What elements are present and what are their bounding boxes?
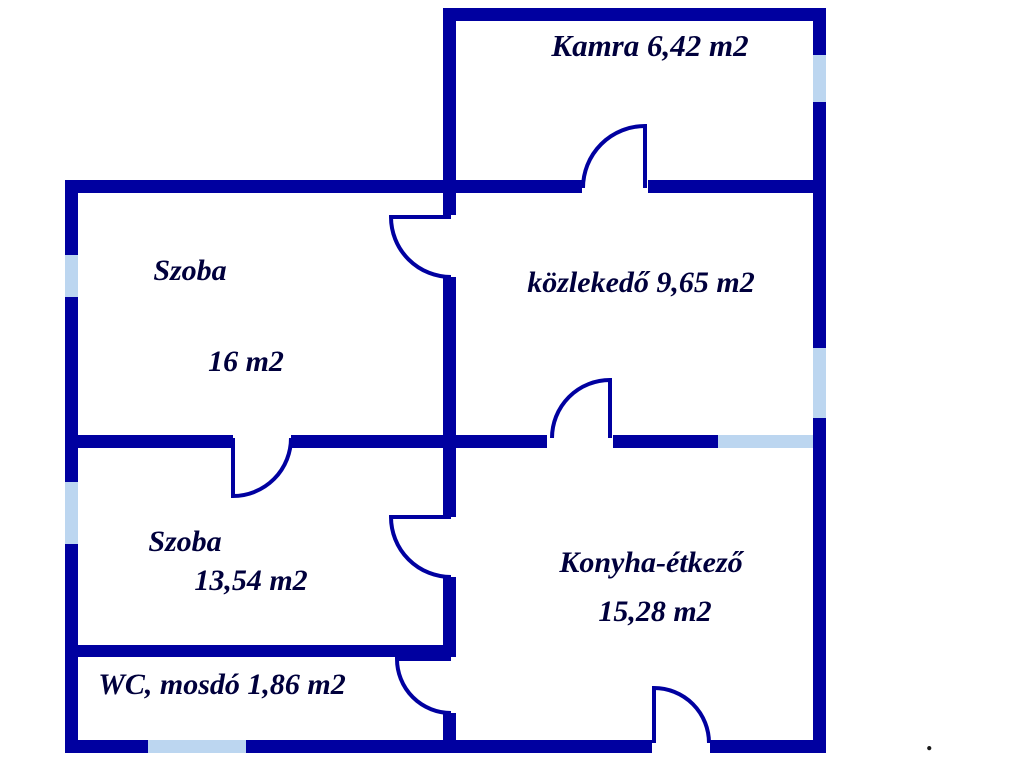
windows [65,55,826,753]
wall-kamra-divider-right [648,180,826,193]
label-kamra: Kamra 6,42 m2 [550,28,748,63]
wall-mid-divider-segment-2 [291,435,547,448]
window-kozlekedo-right [813,348,826,418]
window-mid-divider [718,435,813,448]
label-szoba16-area: 16 m2 [208,345,284,378]
door-szoba13-top [231,437,293,499]
door-entrance [652,685,711,744]
label-konyha-area: 15,28 m2 [598,595,711,628]
wall-mid-divider-segment-1 [65,435,233,448]
wall-bottom-right-segment [710,740,826,753]
door-szoba16 [388,215,452,279]
wall-mid-divider-segment-3 [613,435,718,448]
room-labels: Kamra 6,42 m2 Szoba 16 m2 közlekedő 9,65… [98,28,932,756]
door-wc [394,657,452,715]
wall-central-segment-4 [443,713,456,753]
wall-kamra-top [443,8,826,21]
wall-central-segment-2 [443,277,456,517]
door-kozlekedo-konyha [550,377,612,439]
window-bottom [148,740,246,753]
label-konyha-name: Konyha-étkező [558,546,744,579]
wall-wc-divider [65,645,456,657]
window-szoba16-left [65,255,78,297]
label-szoba13-area: 13,54 m2 [194,564,307,597]
label-kozlekedo: közlekedő 9,65 m2 [527,266,754,299]
walls [65,8,826,753]
wall-central-segment-3 [443,577,456,657]
label-wc: WC, mosdó 1,86 m2 [98,668,346,701]
stray-dot: . [926,727,933,756]
label-szoba13-name: Szoba [148,525,221,558]
wall-left [65,180,78,753]
window-szoba13-left [65,482,78,544]
door-szoba13-konyha [388,515,452,579]
wall-central-segment-1 [443,8,456,215]
door-kamra [581,123,647,189]
window-kamra-right [813,55,826,102]
doors [231,123,711,744]
label-szoba16-name: Szoba [153,254,226,287]
wall-top-main [65,180,582,193]
